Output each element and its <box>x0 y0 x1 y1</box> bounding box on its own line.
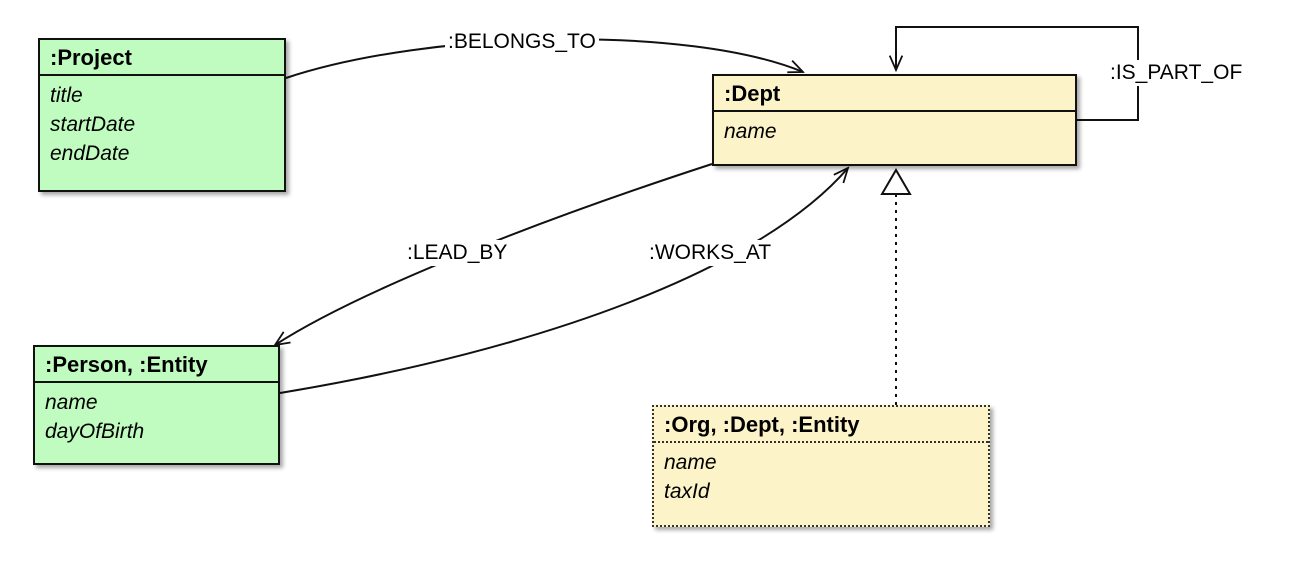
project-node-attributes: title startDate endDate <box>40 76 284 168</box>
person-node: :Person, :Entity name dayOfBirth <box>33 345 280 465</box>
org-node-attributes: name taxId <box>654 443 988 506</box>
attribute: dayOfBirth <box>45 420 145 443</box>
edge-label-is-part-of: :IS_PART_OF <box>1107 60 1246 86</box>
dept-node: :Dept name <box>712 74 1077 166</box>
attribute: endDate <box>50 142 130 165</box>
project-node: :Project title startDate endDate <box>38 38 286 192</box>
dept-node-title: :Dept <box>714 76 1075 112</box>
edge-label-belongs-to: :BELONGS_TO <box>445 29 599 55</box>
attribute: title <box>50 84 83 107</box>
edge-label-lead-by: :LEAD_BY <box>404 240 511 266</box>
person-node-attributes: name dayOfBirth <box>35 383 278 446</box>
org-node-title: :Org, :Dept, :Entity <box>654 407 988 443</box>
attribute: name <box>724 120 777 143</box>
generalization-arrowhead <box>880 168 912 195</box>
edge-is-part-of <box>896 26 1139 121</box>
attribute: startDate <box>50 113 136 136</box>
edge-label-works-at: :WORKS_AT <box>646 240 775 266</box>
person-node-title: :Person, :Entity <box>35 347 278 383</box>
edge-works-at <box>279 168 848 394</box>
org-node: :Org, :Dept, :Entity name taxId <box>652 405 990 527</box>
attribute: taxId <box>664 480 710 503</box>
dept-node-attributes: name <box>714 112 1075 146</box>
project-node-title: :Project <box>40 40 284 76</box>
attribute: name <box>664 451 717 474</box>
attribute: name <box>45 391 98 414</box>
